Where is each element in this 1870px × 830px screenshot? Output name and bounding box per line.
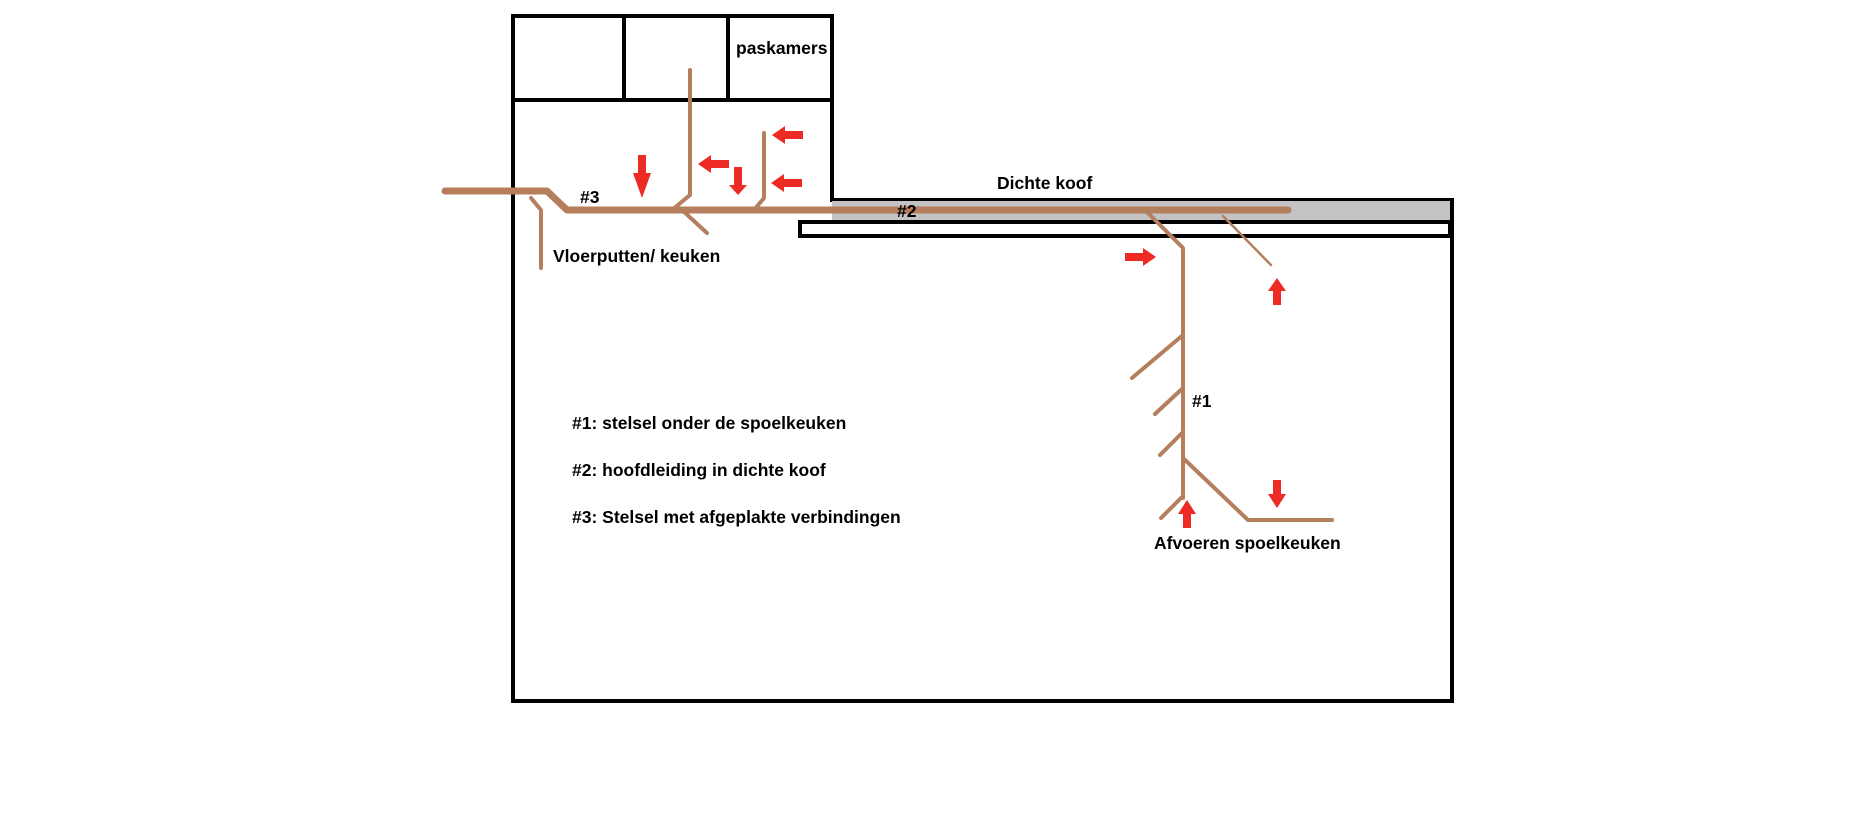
legend-item-3: #3: Stelsel met afgeplakte verbindingen	[572, 507, 901, 527]
arrow-icon	[633, 155, 651, 198]
floor-drain-branch	[529, 196, 543, 270]
legend: #1: stelsel onder de spoelkeuken #2: hoo…	[572, 413, 901, 527]
drain-pipes	[441, 68, 1334, 522]
arrow-icon	[1125, 248, 1156, 266]
arrow-icon	[729, 167, 747, 195]
pipe-3-label: #3	[580, 187, 600, 207]
paskamers-label: paskamers	[736, 38, 828, 58]
branch-1c	[1158, 430, 1185, 457]
second-branch	[752, 131, 766, 212]
branch-1d	[1159, 494, 1185, 520]
arrow-icon	[1178, 500, 1196, 528]
afvoeren-label: Afvoeren spoelkeuken	[1154, 533, 1341, 553]
arrow-icon	[772, 126, 803, 144]
flow-arrows	[633, 126, 1286, 528]
legend-item-2: #2: hoofdleiding in dichte koof	[572, 460, 826, 480]
koof-diagonal-branch	[1221, 214, 1273, 267]
fitting-rooms-wing	[511, 14, 834, 102]
legend-item-1: #1: stelsel onder de spoelkeuken	[572, 413, 846, 433]
arrow-icon	[1268, 278, 1286, 305]
pipe-1-label: #1	[1192, 391, 1212, 411]
arrow-icon	[771, 174, 802, 192]
arrow-icon	[698, 155, 729, 173]
small-branch-down	[680, 208, 709, 235]
branch-1e	[1181, 456, 1334, 522]
pipe-2-label: #2	[897, 201, 917, 221]
arrow-icon	[1268, 480, 1286, 508]
branch-1b	[1153, 386, 1185, 416]
plan-labels: paskamers Dichte koof #3 #2 #1 Vloerputt…	[553, 38, 1341, 553]
branch-1a	[1130, 333, 1185, 380]
pipe-1-riser	[1143, 208, 1185, 500]
main-floor-outline	[511, 100, 1454, 703]
vloerputten-label: Vloerputten/ keuken	[553, 246, 720, 266]
fitting-room-branch	[670, 68, 692, 212]
dichte-koof-label: Dichte koof	[997, 173, 1092, 193]
main-pipe	[441, 187, 1292, 214]
building-walls	[511, 14, 1454, 703]
koof-lower-box	[798, 220, 1452, 238]
